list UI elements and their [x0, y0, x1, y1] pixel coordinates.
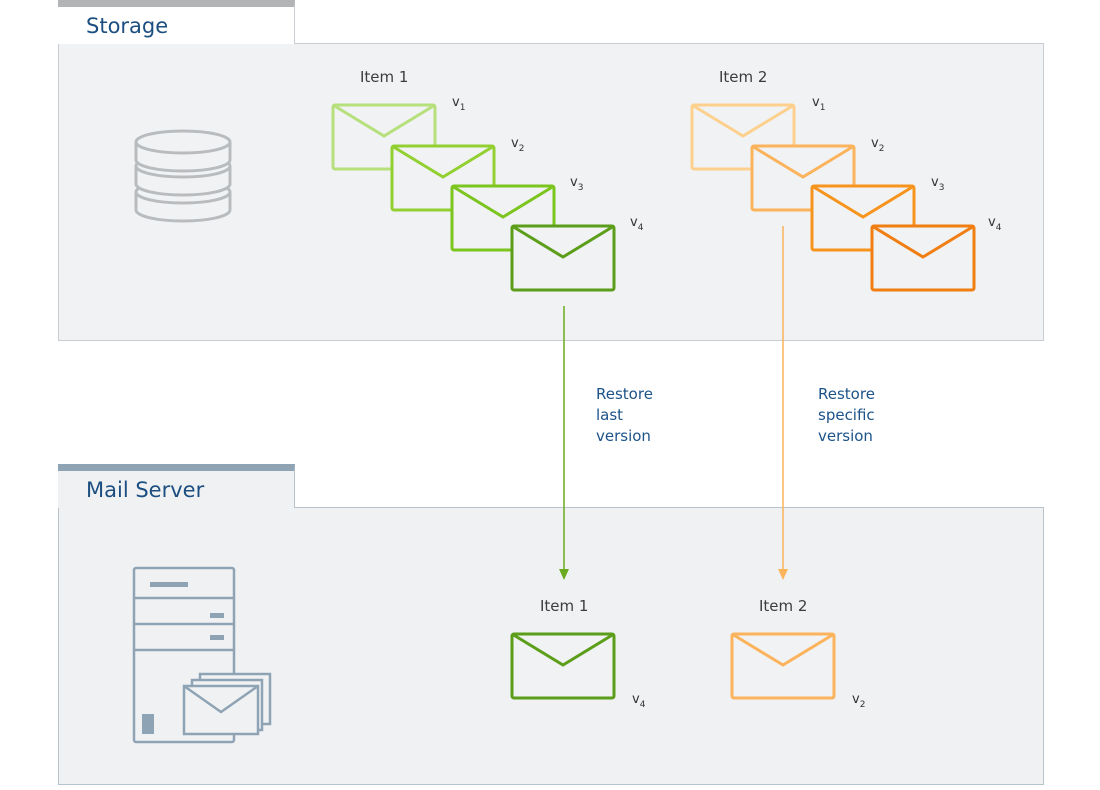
version-label: v1 [452, 95, 466, 113]
version-label: v3 [931, 175, 945, 193]
mail-item-1-label: Item 1 [540, 597, 589, 615]
version-label: v4 [632, 692, 646, 710]
mail-server-title: Mail Server [86, 478, 205, 502]
version-label: v1 [812, 95, 826, 113]
storage-tab: Storage [58, 0, 295, 44]
restore-last-note: Restore last version [596, 385, 653, 445]
mail-server-tab: Mail Server [58, 464, 295, 508]
version-label: v4 [630, 215, 644, 233]
storage-item-2-label: Item 2 [719, 68, 768, 86]
database-icon [134, 129, 232, 223]
version-label: v2 [871, 136, 885, 154]
version-label: v2 [852, 692, 866, 710]
version-label: v3 [570, 175, 584, 193]
storage-title: Storage [86, 14, 169, 38]
mail-item-2-label: Item 2 [759, 597, 808, 615]
restore-specific-note: Restore specific version [818, 385, 875, 445]
version-label: v4 [988, 215, 1002, 233]
mail-server-icon [132, 566, 272, 744]
version-label: v2 [511, 136, 525, 154]
storage-item-1-label: Item 1 [360, 68, 409, 86]
